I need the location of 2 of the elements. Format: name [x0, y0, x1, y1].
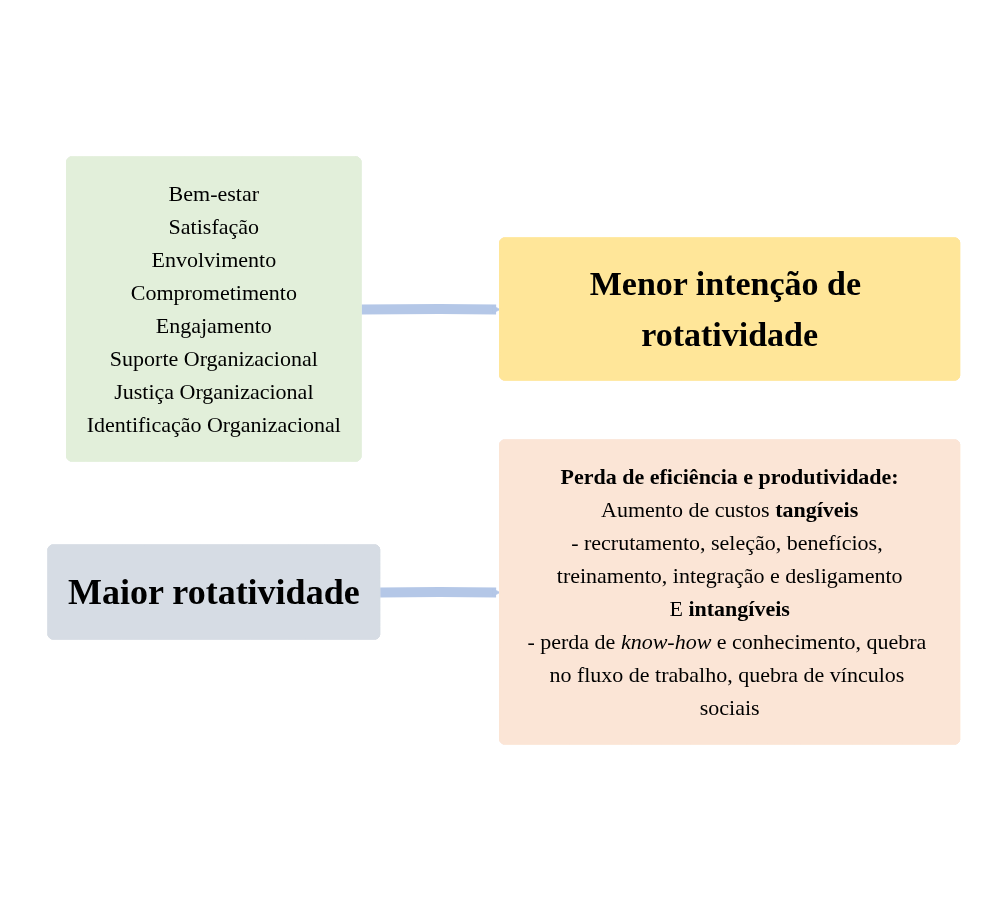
arrow	[361, 303, 501, 314]
arrow	[379, 586, 501, 597]
